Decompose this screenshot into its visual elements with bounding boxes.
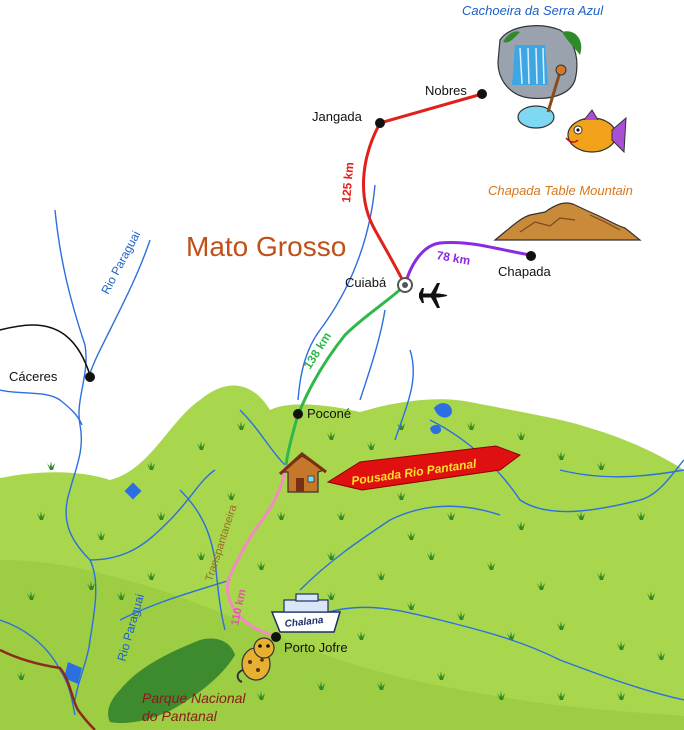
grass-tuft: [157, 511, 165, 520]
grass-tuft: [637, 511, 645, 520]
parque-nacional-area: [108, 638, 235, 724]
caption-waterfall: Cachoeira da Serra Azul: [462, 3, 604, 18]
grass-tuft: [327, 591, 335, 600]
grass-tuft: [487, 561, 495, 570]
grass-tuft: [87, 581, 95, 590]
grass-tuft: [27, 591, 35, 600]
grass-tuft: [97, 531, 105, 540]
airplane-icon: [419, 283, 448, 308]
snorkel-figure-icon: [517, 64, 567, 129]
grass-tuft: [597, 571, 605, 580]
grass-tuft: [557, 451, 565, 460]
grass-tuft: [47, 461, 55, 470]
grass-tuft: [327, 431, 335, 440]
grass-tuft: [117, 591, 125, 600]
grass-tuft: [377, 571, 385, 580]
grass-tuft: [497, 691, 505, 700]
grass-tuft: [357, 631, 365, 640]
city-dot-jangada: [375, 118, 385, 128]
grass-tuft: [407, 601, 415, 610]
grass-tuft: [577, 511, 585, 520]
grass-tuft: [377, 681, 385, 690]
route-label-125km: 125 km: [339, 161, 356, 203]
grass-tuft: [197, 551, 205, 560]
city-label-jangada: Jangada: [312, 109, 363, 124]
city-markers: [85, 89, 536, 642]
city-dot-porto-jofre: [271, 632, 281, 642]
table-mountain-icon: [493, 202, 642, 241]
route-jangada-cuiaba: [362, 92, 483, 286]
region-title: Mato Grosso: [186, 231, 346, 262]
lake: [434, 403, 452, 418]
grass-tuft: [457, 611, 465, 620]
grass-tuft: [257, 691, 265, 700]
grass-tuft: [557, 621, 565, 630]
grass-tuft: [657, 651, 665, 660]
route-cuiaba-chapada: [403, 240, 531, 286]
grass-tuft: [397, 421, 405, 430]
grass-tuft: [367, 441, 375, 450]
grass-tuft: [197, 441, 205, 450]
grass-tuft: [517, 521, 525, 530]
grass-tuft: [507, 631, 515, 640]
grass-tuft: [467, 421, 475, 430]
fish-icon: [565, 109, 627, 154]
grass-tuft: [237, 421, 245, 430]
city-dot-nobres: [477, 89, 487, 99]
border-line: [0, 324, 91, 376]
lodge-house-icon: [278, 452, 327, 493]
grass-tuft: [147, 461, 155, 470]
route-label-78km: 78 km: [435, 248, 471, 268]
route-label-138km: 138 km: [301, 330, 334, 372]
boat-label: Chalana: [284, 615, 324, 630]
city-label-chapada: Chapada: [498, 264, 552, 279]
city-label-caceres: Cáceres: [9, 369, 58, 384]
park-label-line1: Parque Nacional: [142, 690, 246, 706]
grass-tuft: [617, 691, 625, 700]
grass-tuft: [407, 531, 415, 540]
chalana-boat-icon: Chalana: [270, 593, 342, 633]
grass-tuft: [337, 511, 345, 520]
jaguar-icon: [236, 637, 275, 683]
airport-hub-icon: [397, 277, 413, 293]
waterfall-icon: [497, 25, 582, 100]
park-label-line2: do Pantanal: [142, 708, 218, 724]
grass-tuft: [447, 511, 455, 520]
lake: [64, 662, 82, 684]
route-transpantaneira: [225, 464, 288, 638]
grass-tuft: [17, 671, 25, 680]
grass-tuft: [277, 511, 285, 520]
grass-tuft: [597, 461, 605, 470]
grass-tuft: [147, 571, 155, 580]
grass-tuft: [227, 491, 235, 500]
route-cuiaba-pocone: [284, 283, 407, 466]
caption-table-mountain: Chapada Table Mountain: [488, 183, 633, 198]
city-dot-caceres: [85, 372, 95, 382]
grass-marks: [17, 421, 665, 700]
grass-tuft: [427, 551, 435, 560]
city-dot-chapada: [526, 251, 536, 261]
grass-tuft: [647, 591, 655, 600]
grass-tuft: [37, 511, 45, 520]
city-label-nobres: Nobres: [425, 83, 467, 98]
grass-tuft: [327, 551, 335, 560]
border-line-south: [0, 648, 96, 730]
lake: [430, 424, 442, 435]
grass-tuft: [317, 681, 325, 690]
city-label-cuiaba: Cuiabá: [345, 275, 387, 290]
city-label-pocone: Poconé: [307, 406, 351, 421]
city-dot-pocone: [293, 409, 303, 419]
grass-tuft: [517, 431, 525, 440]
grass-tuft: [257, 561, 265, 570]
grass-tuft: [397, 491, 405, 500]
city-label-porto-jofre: Porto Jofre: [284, 640, 348, 655]
grass-tuft: [557, 691, 565, 700]
grass-tuft: [537, 581, 545, 590]
grass-tuft: [617, 641, 625, 650]
grass-tuft: [437, 671, 445, 680]
river-label-paraguai-north: Rio Paraguai: [98, 229, 143, 297]
